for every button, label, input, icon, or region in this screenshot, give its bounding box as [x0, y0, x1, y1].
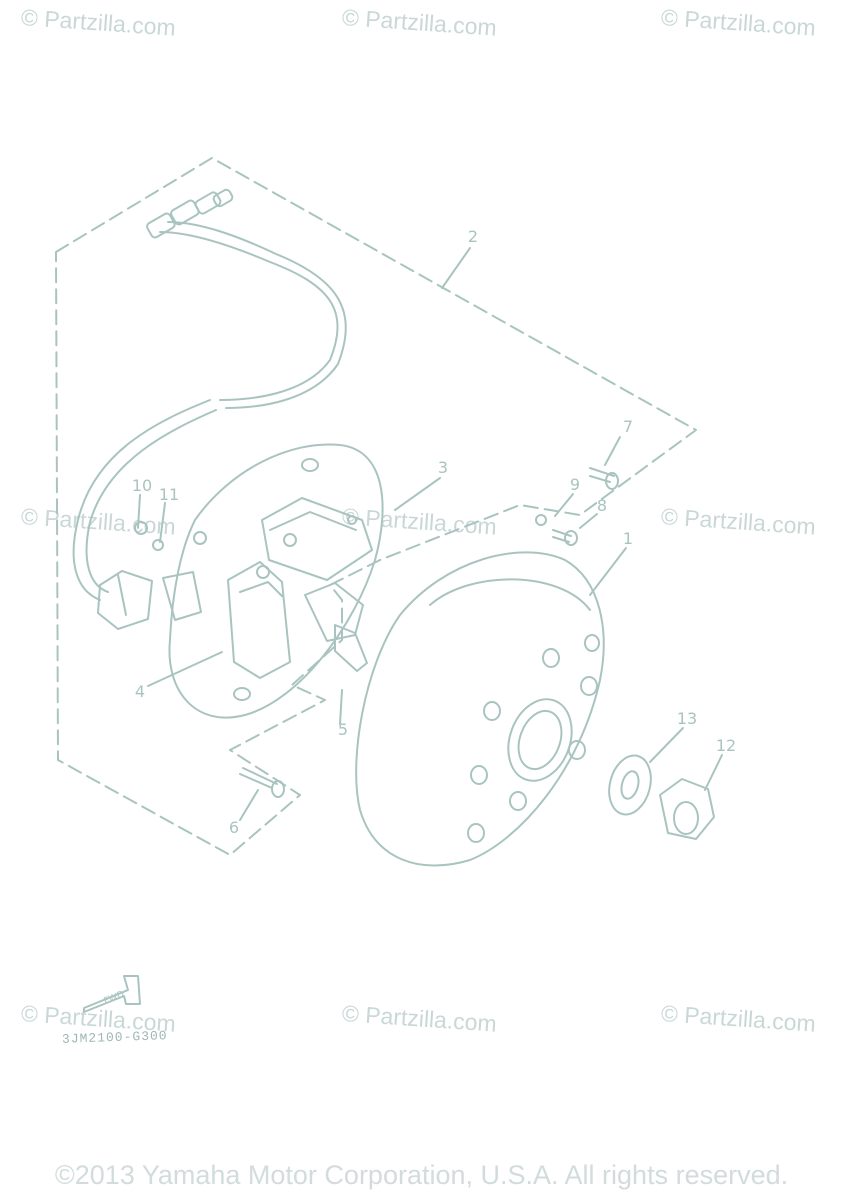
assembly-boundary — [55, 157, 697, 856]
screw-8 — [552, 529, 578, 546]
callout-13: 13 — [677, 709, 697, 728]
callout-5: 5 — [338, 720, 348, 739]
copyright-notice: ©2013 Yamaha Motor Corporation, U.S.A. A… — [54, 1160, 789, 1190]
screw-7 — [589, 467, 619, 490]
callout-10: 10 — [132, 476, 152, 495]
source-coil — [261, 497, 373, 581]
flange-nut-12 — [659, 778, 715, 840]
plain-washer-13 — [608, 754, 652, 816]
callout-11: 11 — [159, 485, 179, 504]
washer-9 — [535, 514, 547, 526]
rotor-flywheel — [355, 551, 605, 867]
callout-9: 9 — [570, 475, 580, 494]
callout-7: 7 — [623, 417, 633, 436]
callout-1: 1 — [623, 529, 633, 548]
stator-plate — [168, 443, 384, 719]
callout-2: 2 — [468, 227, 478, 246]
pickup-coil — [304, 582, 368, 672]
callout-6: 6 — [229, 818, 239, 837]
callout-4: 4 — [135, 682, 145, 701]
washer-10 — [134, 521, 148, 535]
fwd-arrow — [83, 975, 141, 1013]
wire-harness — [72, 188, 347, 630]
screw-6 — [239, 767, 285, 798]
callout-12: 12 — [716, 736, 736, 755]
callout-3: 3 — [438, 458, 448, 477]
fwd-label: FWD — [103, 990, 126, 1007]
callout-8: 8 — [597, 496, 607, 515]
grommet — [162, 571, 202, 621]
charge-coil — [227, 561, 291, 679]
clamp-11 — [152, 539, 164, 551]
